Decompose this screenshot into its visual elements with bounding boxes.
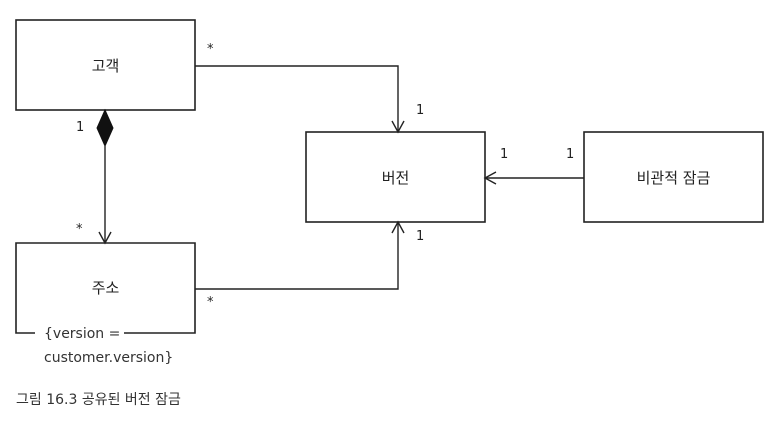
address-version-association: * 1: [195, 220, 424, 310]
address-class: 주소: [15, 242, 196, 334]
multiplicity-address-to-version-star: *: [207, 295, 214, 310]
multiplicity-address-star: *: [76, 222, 83, 237]
optimistic-lock-class-label: 비관적 잠금: [637, 169, 711, 187]
multiplicity-lock-one: 1: [566, 147, 574, 162]
version-class-label: 버전: [382, 169, 410, 187]
figure-caption: 그림 16.3 공유된 버전 잠금: [16, 392, 181, 408]
composition-diamond-icon: [96, 108, 114, 148]
multiplicity-version-one-right: 1: [500, 147, 508, 162]
optimistic-lock-class: 비관적 잠금: [583, 131, 764, 223]
multiplicity-version-one-top: 1: [416, 103, 424, 118]
multiplicity-customer-star: *: [207, 42, 214, 57]
multiplicity-version-one-bottom: 1: [416, 229, 424, 244]
customer-class: 고객: [15, 19, 196, 111]
customer-version-association: * 1: [195, 42, 424, 134]
multiplicity-customer-one: 1: [76, 120, 84, 135]
address-class-label: 주소: [92, 279, 120, 297]
version-constraint-note: {version = customer.version}: [44, 326, 173, 366]
constraint-line-2: customer.version}: [44, 350, 173, 366]
customer-address-composition: 1 *: [76, 108, 114, 245]
version-class: 버전: [305, 131, 486, 223]
constraint-line-1: {version =: [44, 326, 120, 342]
customer-class-label: 고객: [92, 57, 120, 75]
lock-version-association: 1 1: [483, 147, 584, 185]
